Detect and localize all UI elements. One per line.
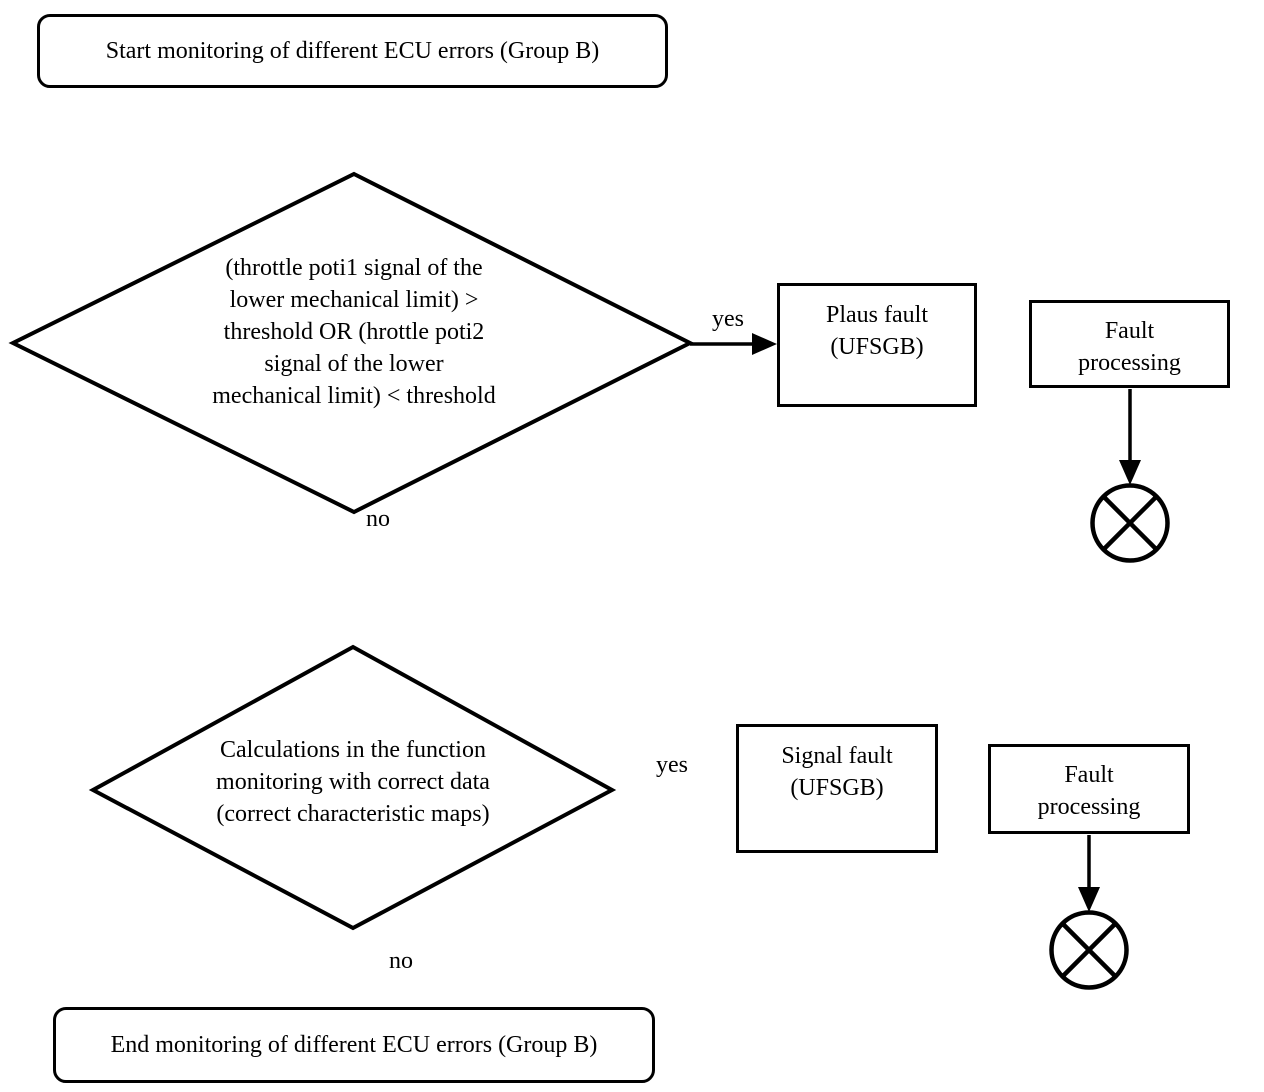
end-node: End monitoring of different ECU errors (… [53,1007,655,1083]
decision2-diamond [88,644,617,931]
decision2-yes-label: yes [656,752,688,778]
plaus-fault-node: Plaus fault (UFSGB) [777,283,977,407]
decision1-no-label: no [366,506,390,532]
fault-processing-node-1: Fault processing [1029,300,1230,388]
decision1-yes-label: yes [712,306,744,332]
decision2-label: Calculations in the function monitoring … [216,737,490,827]
start-node: Start monitoring of different ECU errors… [37,14,668,88]
fault-processing1-arrowhead-icon [1119,460,1141,485]
decision1-yes-arrowhead-icon [752,333,777,355]
decision1-label: (throttle poti1 signal of the lower mech… [212,255,496,409]
fault-processing2-arrowhead-icon [1078,887,1100,912]
decision1-diamond [8,171,695,515]
crossed-circle-icon-1 [1090,483,1170,563]
crossed-circle-icon-2 [1049,910,1129,990]
decision2-no-label: no [389,948,413,974]
signal-fault-node: Signal fault (UFSGB) [736,724,938,853]
fault-processing-node-2: Fault processing [988,744,1190,834]
